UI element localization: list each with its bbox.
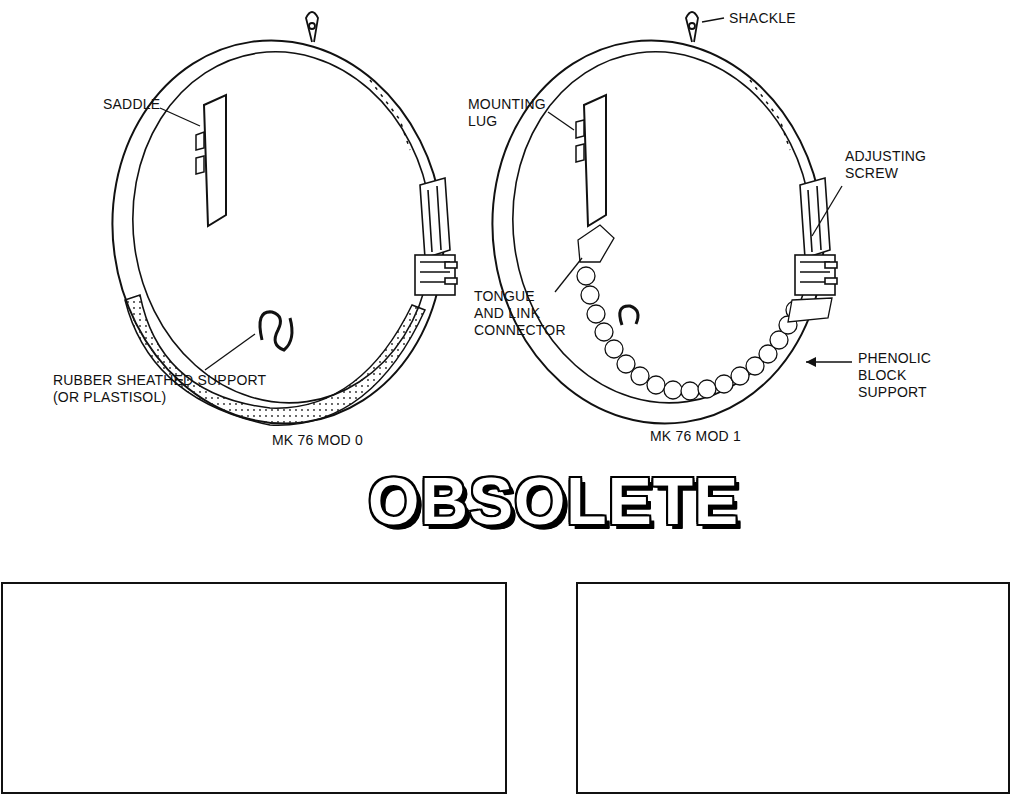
mod1-shackle <box>686 12 698 42</box>
model-caption: MK 76 MOD 1 <box>650 428 770 445</box>
part-label: TONGUE AND LINK CONNECTOR <box>474 288 566 339</box>
part-label: PHENOLIC BLOCK SUPPORT <box>858 350 948 401</box>
part-label: SADDLE <box>103 96 193 113</box>
mod0-clamp <box>415 178 457 295</box>
mod0-shackle <box>306 12 318 42</box>
blank-box <box>577 583 1009 793</box>
part-label: SHACKLE <box>729 10 839 27</box>
model-caption: MK 76 MOD 0 <box>272 432 392 449</box>
part-label: ADJUSTING SCREW <box>845 148 945 182</box>
phenolic-blocks <box>577 225 832 400</box>
blank-box <box>2 583 506 793</box>
mod1-ring <box>468 19 848 445</box>
obsolete-stamp: OBSOLETE <box>368 466 748 536</box>
part-label: RUBBER SHEATHED SUPPORT (OR PLASTISOL) <box>53 372 278 406</box>
part-label: MOUNTING LUG <box>468 96 560 130</box>
mod1-clamp <box>795 178 837 295</box>
